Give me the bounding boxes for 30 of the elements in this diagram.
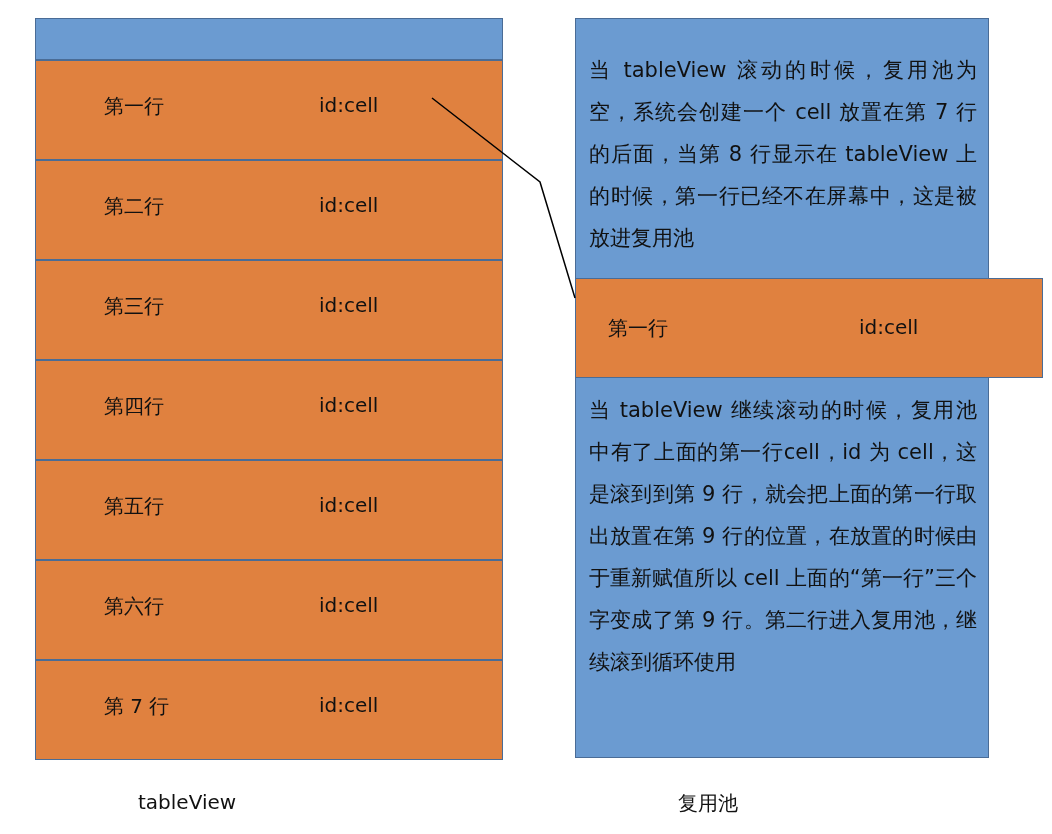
connector-line: [431, 97, 576, 299]
row-title: 第六行: [104, 593, 164, 620]
row-title: 第三行: [104, 293, 164, 320]
cell-id: id:cell: [859, 315, 919, 339]
row-title: 第一行: [608, 315, 668, 342]
table-row: [35, 660, 503, 760]
row-title: 第二行: [104, 193, 164, 220]
table-row: [35, 260, 503, 360]
cell-id: id:cell: [319, 593, 379, 617]
cell-id: id:cell: [319, 493, 379, 517]
table-row: [35, 60, 503, 160]
explanation-text: 当 tableView 滚动的时候，复用池为空，系统会创建一个 cell 放置在第 7 行的后面，当第 8 行显示在 tableView 上的时候，第一行已经不在屏幕中，这是被放进复用池: [589, 57, 977, 252]
table-row: [35, 360, 503, 460]
table-row: [35, 460, 503, 560]
cell-id: id:cell: [319, 393, 379, 417]
cell-id: id:cell: [319, 193, 379, 217]
row-title: 第四行: [104, 393, 164, 420]
table-row: [35, 560, 503, 660]
row-title: 第一行: [104, 93, 164, 120]
reused-cell-row: [575, 278, 1043, 378]
caption-text: tableView: [138, 790, 237, 814]
cell-id: id:cell: [319, 293, 379, 317]
header-bar: [35, 18, 503, 60]
table-row: [35, 160, 503, 260]
cell-id: id:cell: [319, 693, 379, 717]
row-title: 第 7 行: [104, 693, 170, 720]
explanation-text: 当 tableView 继续滚动的时候，复用池中有了上面的第一行cell，id 为 cell，这是滚到到第 9 行，就会把上面的第一行取出放置在第 9 行的位置，在放置的时候由于重新赋值所以 cell 上面的“第一行”三个字变成了第 9 行。第二行进入复用池，继续滚到循环使用: [589, 397, 977, 676]
row-title: 第五行: [104, 493, 164, 520]
cell-id: id:cell: [319, 93, 379, 117]
caption-text: 复用池: [678, 790, 738, 817]
